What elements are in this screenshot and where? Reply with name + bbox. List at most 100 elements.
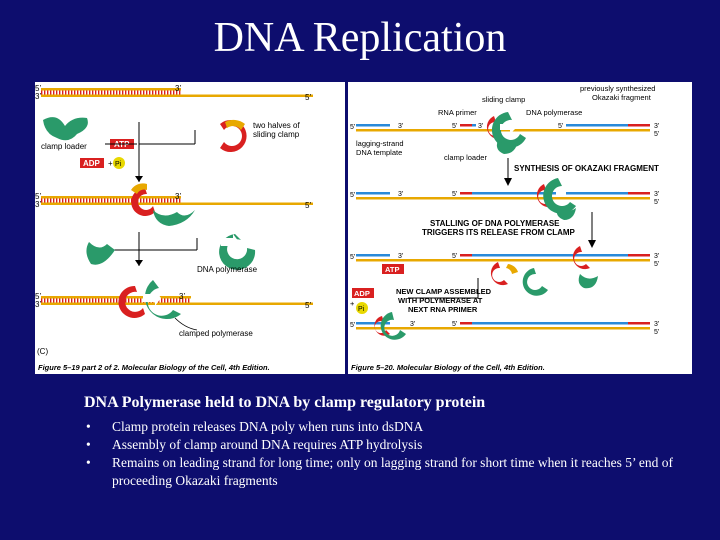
clamp-loader-icon [556, 208, 576, 220]
end-label: 5’ [35, 292, 41, 301]
clamped-polymerase-label: clamped polymerase [179, 329, 253, 338]
adp-badge [80, 158, 104, 168]
dna-row-4 [356, 322, 650, 330]
panel-label: (C) [37, 347, 48, 356]
bullet-item: Remains on leading strand for long time;… [84, 454, 684, 490]
end-label: 3’ [398, 253, 404, 260]
sliding-clamp-label: sliding clamp [253, 130, 300, 139]
end-label: 3’ [175, 84, 181, 93]
adp-label: ADP [354, 289, 370, 298]
clamp-on-dna-icon [131, 188, 155, 216]
released-loader-icon [578, 274, 598, 289]
end-label: 3’ [35, 300, 41, 309]
okazaki-fragment-label: Okazaki fragment [592, 93, 652, 102]
end-label: 3’ [398, 123, 404, 130]
new-clamp-icon [506, 264, 518, 274]
sliding-clamp-half-icon [225, 119, 245, 130]
stalled-clamp-icon [572, 246, 590, 270]
dna-row-3 [356, 254, 650, 262]
dna-polymerase-label: DNA polymerase [197, 265, 258, 274]
end-label: 5’ [350, 124, 356, 131]
end-label: 5’ [35, 84, 41, 93]
dna-duplex-middle [41, 196, 313, 205]
end-label: 5’ [350, 192, 356, 199]
end-label: 3’ [179, 292, 185, 301]
figure-caption: Figure 5–20. Molecular Biology of the Ce… [351, 363, 545, 372]
adp-badge [352, 288, 374, 298]
lagging-strand-label: lagging-strand [356, 139, 404, 148]
assembled-polymerase-icon [380, 312, 406, 340]
phosphate-icon [113, 157, 125, 169]
atp-badge [382, 264, 404, 274]
figure-clamp-assembly: 5’ 3’ 3’ 5’ clamp loader ATP ADP + Pi tw… [35, 82, 345, 374]
end-label: 5’ [654, 261, 660, 268]
end-label: 3’ [35, 200, 41, 209]
bullet-list: Clamp protein releases DNA poly when run… [84, 418, 684, 490]
end-label: 5’ [305, 301, 311, 310]
end-label: 5’ [452, 321, 458, 328]
end-label: 3’ [478, 123, 484, 130]
plus-label: + [350, 299, 355, 308]
dna-template-label: DNA template [356, 148, 402, 157]
sliding-clamp-icon [486, 116, 504, 140]
slide-heading: DNA Polymerase held to DNA by clamp regu… [84, 394, 486, 411]
clamped-polymerase-icon [118, 285, 145, 318]
released-polymerase-icon [522, 268, 548, 296]
stalling-label-line2: TRIGGERS ITS RELEASE FROM CLAMP [422, 228, 576, 237]
clamp-on-dna-icon [131, 183, 147, 194]
end-label: 3’ [654, 321, 660, 328]
clamp-loader-label: clamp loader [41, 142, 87, 151]
end-label: 5’ [305, 201, 311, 210]
clamped-polymerase-icon [144, 280, 181, 320]
pi-label: Pi [115, 161, 122, 168]
figure-okazaki-fragment: previously synthesized Okazaki fragment … [348, 82, 692, 374]
rna-primer-label: RNA primer [438, 108, 477, 117]
clamp-loader-label: clamp loader [444, 153, 487, 162]
clamp-loader-icon [43, 117, 88, 141]
end-label: 3’ [35, 92, 41, 101]
end-label: 3’ [654, 253, 660, 260]
pi-label: Pi [358, 306, 365, 313]
bullet-item: Assembly of clamp around DNA requires AT… [84, 436, 684, 454]
dna-polymerase-label: DNA polymerase [526, 108, 582, 117]
clamp-loader-released-icon [86, 242, 115, 265]
figure-caption: Figure 5–19 part 2 of 2. Molecular Biolo… [38, 363, 270, 372]
end-label: 5’ [350, 254, 356, 261]
dna-polymerase-icon [491, 112, 526, 148]
end-label: 5’ [558, 123, 564, 130]
end-label: 5’ [35, 192, 41, 201]
end-label: 5’ [350, 322, 356, 329]
adp-label: ADP [83, 159, 101, 168]
new-clamp-label-line2: WITH POLYMERASE AT [398, 296, 483, 305]
bullet-item: Clamp protein releases DNA poly when run… [84, 418, 684, 436]
dna-row-5 [356, 340, 390, 342]
clamp-loader-icon [496, 140, 518, 154]
assembled-clamp-icon [374, 316, 390, 336]
plus-label: + [108, 159, 113, 168]
end-label: 5’ [452, 253, 458, 260]
sliding-clamp-label: sliding clamp [482, 95, 525, 104]
dna-duplex-top [41, 88, 313, 97]
dna-polymerase-icon [543, 178, 576, 214]
end-label: 5’ [654, 199, 660, 206]
two-halves-label: two halves of [253, 121, 300, 130]
end-label: 3’ [398, 191, 404, 198]
stalling-label-line1: STALLING OF DNA POLYMERASE [430, 219, 560, 228]
end-label: 3’ [654, 123, 660, 130]
end-label: 5’ [305, 93, 311, 102]
end-label: 3’ [175, 192, 181, 201]
end-label: 5’ [452, 123, 458, 130]
phosphate-icon [356, 302, 368, 314]
end-label: 5’ [452, 191, 458, 198]
slide-title: DNA Replication [213, 15, 507, 61]
dna-duplex-bottom [41, 296, 313, 305]
end-label: 3’ [654, 191, 660, 198]
new-clamp-label-line1: NEW CLAMP ASSEMBLED [396, 287, 492, 296]
clamp-loader-icon [153, 210, 195, 226]
new-clamp-icon [490, 262, 508, 286]
previously-synthesized-label: previously synthesized [580, 84, 655, 93]
end-label: 5’ [654, 329, 660, 336]
end-label: 5’ [654, 131, 660, 138]
new-clamp-label-line3: NEXT RNA PRIMER [408, 305, 478, 314]
dna-row-1 [356, 124, 650, 132]
